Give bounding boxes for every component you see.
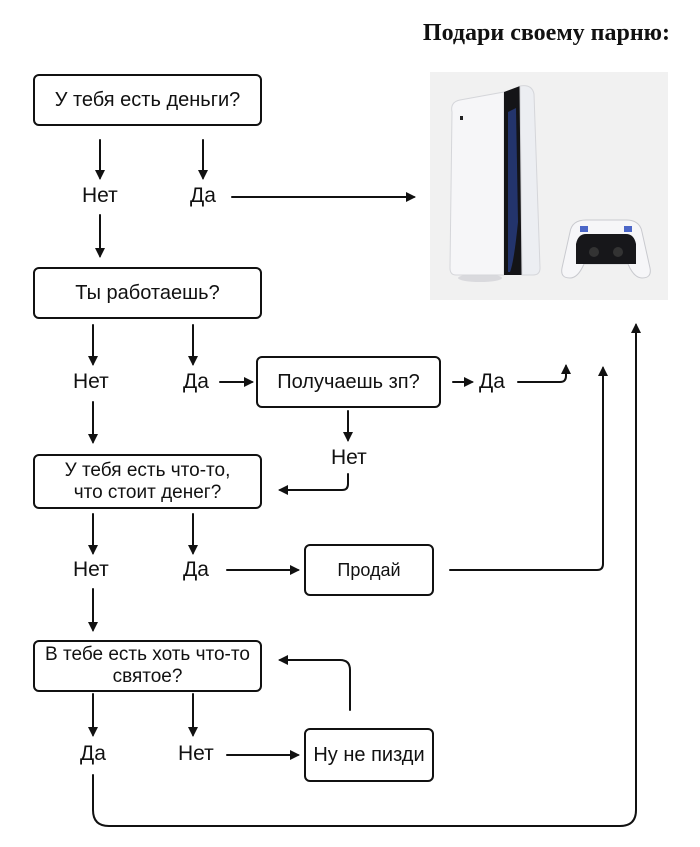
arrow-sell-product	[449, 366, 608, 571]
arrow-liar-q4	[278, 655, 351, 711]
gamepad-icon	[561, 219, 651, 279]
arrow-yes-salary-up	[517, 364, 571, 383]
label-no-2: Нет	[73, 370, 109, 393]
question-valuable: У тебя есть что-то, что стоит денег?	[33, 454, 262, 509]
label-no-3: Нет	[73, 558, 109, 581]
label-no-4: Нет	[178, 742, 214, 765]
label-no-salary: Нет	[331, 446, 367, 469]
question-work: Ты работаешь?	[33, 267, 262, 319]
question-salary: Получаешь зп?	[256, 356, 441, 408]
question-holy: В тебе есть хоть что-то святое?	[33, 640, 262, 692]
label-yes-3: Да	[183, 558, 209, 581]
label-no-1: Нет	[82, 184, 118, 207]
action-liar: Ну не пизди	[304, 728, 434, 782]
action-sell: Продай	[304, 544, 434, 596]
product-image	[430, 72, 668, 300]
page-title: Подари своему парню:	[422, 20, 670, 46]
label-yes-1: Да	[190, 184, 216, 207]
arrow-yes4-product	[92, 323, 641, 827]
game-console-icon	[449, 85, 651, 282]
label-yes-2: Да	[183, 370, 209, 393]
label-yes-4: Да	[80, 742, 106, 765]
arrow-no-salary-q3	[278, 473, 349, 495]
question-money: У тебя есть деньги?	[33, 74, 262, 126]
label-yes-salary: Да	[479, 370, 505, 393]
